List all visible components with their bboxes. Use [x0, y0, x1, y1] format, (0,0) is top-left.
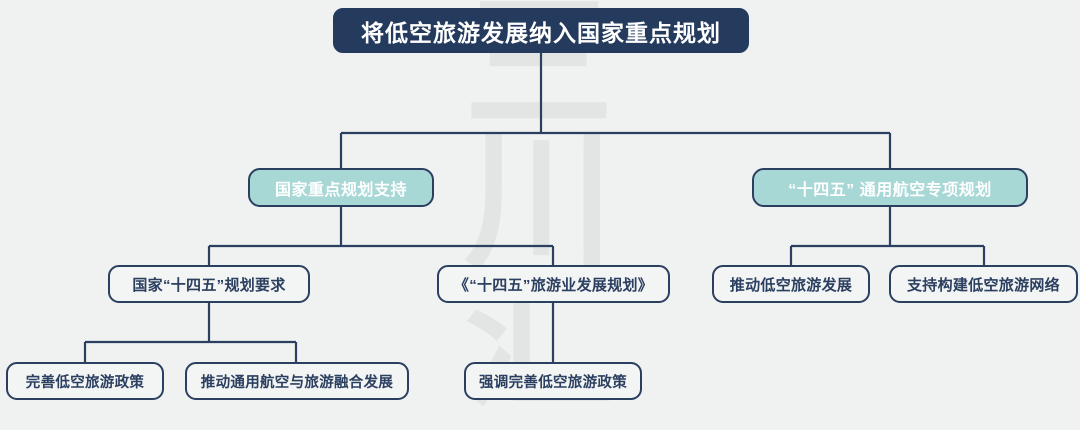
node-level4-improve-policy[interactable]: 完善低空旅游政策	[6, 362, 164, 400]
node-level2-14th-five-year-ga-plan[interactable]: “十四五” 通用航空专项规划	[752, 168, 1028, 207]
node-title[interactable]: 将低空旅游发展纳入国家重点规划	[333, 8, 749, 53]
node-level2-national-plan-support[interactable]: 国家重点规划支持	[248, 168, 434, 207]
flowchart-canvas: 三 川 汇	[6, 0, 1078, 417]
node-level4-emphasize-improve-policy[interactable]: 强调完善低空旅游政策	[464, 362, 642, 400]
connector-lines	[83, 53, 986, 362]
node-level3-support-tourism-network[interactable]: 支持构建低空旅游网络	[889, 265, 1078, 303]
node-level3-promote-low-altitude-tourism[interactable]: 推动低空旅游发展	[712, 265, 870, 303]
node-level4-ga-tourism-integration[interactable]: 推动通用航空与旅游融合发展	[185, 362, 409, 400]
node-level3-national-14th-plan-requirements[interactable]: 国家“十四五”规划要求	[108, 265, 310, 303]
node-level3-tourism-development-plan[interactable]: 《“十四五”旅游业发展规划》	[437, 265, 670, 303]
